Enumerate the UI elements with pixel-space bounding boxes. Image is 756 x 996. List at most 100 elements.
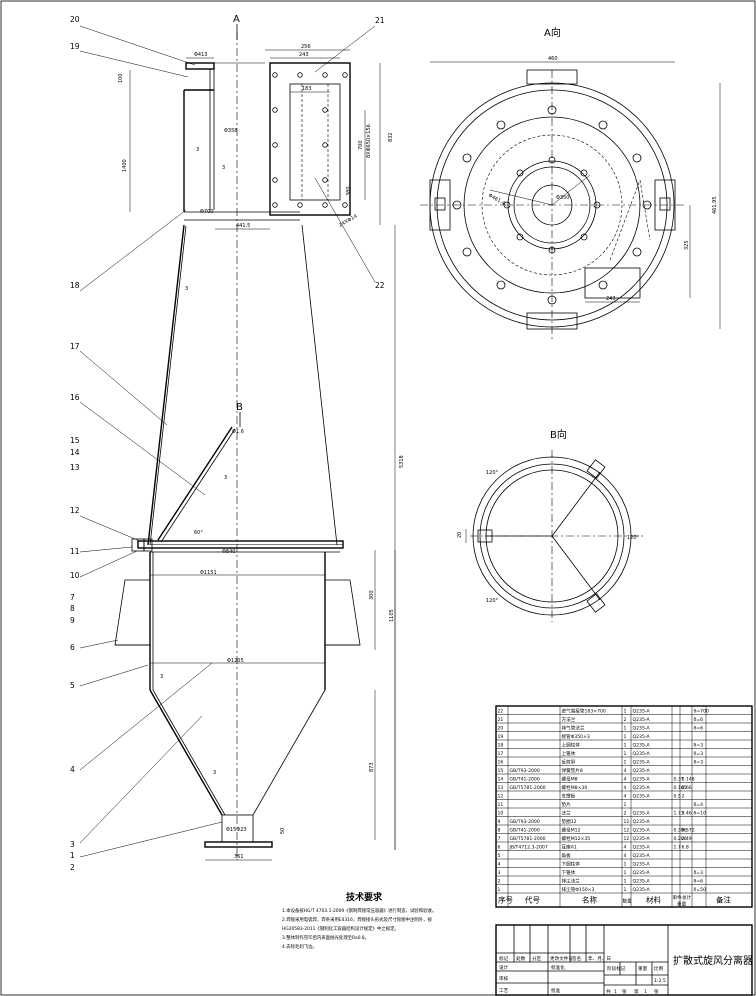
bom-header-code: 代号 (525, 895, 540, 905)
bom-cell: 4 (624, 844, 627, 850)
dim-832: 832 (388, 132, 394, 142)
dim-3b: 3 (222, 165, 225, 171)
dim-700: 700 (358, 140, 364, 150)
b-view-plate-3 (586, 593, 606, 613)
tech-req-line-1: 1.本设备按HG/T 4703.1-2009《钢制焊接常压容器》进行制造、试验和… (282, 907, 436, 914)
exhaust-flange (185, 62, 215, 70)
dim-1105: 1105 (389, 609, 395, 622)
a-dim-d350: Φ350 (556, 195, 569, 201)
tb-review: 审核 (499, 975, 509, 982)
bom-cell: 螺母M8 (562, 775, 578, 782)
bom-cell: 下锥体 (562, 869, 576, 876)
bom-cell: Q235-A (633, 844, 651, 850)
a-view-bolts (452, 105, 652, 305)
bom-cell: δ=3 (694, 870, 704, 876)
bom-cell: GB/T93-2000 (510, 819, 540, 825)
a-view-title: A向 (544, 26, 561, 39)
bom-cell: 支撑板 (562, 792, 576, 799)
dim-d15-d23: Φ15Φ23 (226, 827, 247, 833)
tb-date: 年、月、日 (588, 955, 611, 962)
tb-page-n: 1 (644, 989, 647, 995)
bom-cell: Q235-A (633, 870, 651, 876)
bom-cell: 2 (624, 810, 627, 816)
a-view-flange-circle (463, 116, 641, 294)
bom-cell: GB/T5781-2000 (510, 785, 546, 791)
bom-cell: Q235-A (633, 793, 651, 799)
tb-stage: 阶段标记 (607, 965, 626, 972)
part-no-16: 16 (70, 393, 80, 402)
dim-441: 441.5 (236, 223, 250, 229)
part-no-14: 14 (70, 448, 80, 457)
ear-support-right (324, 579, 361, 646)
part-no-19: 19 (70, 42, 80, 51)
bom-cell: 上圆柱体 (562, 741, 581, 748)
tb-scale-value: 1:2.5 (654, 978, 666, 984)
part-no-17: 17 (70, 342, 80, 351)
part-no-1: 1 (70, 851, 75, 860)
tech-req-line-4: 3.整体制作完毕后内表面抛光处理至Ra0.8。 (282, 934, 369, 941)
bom-cell: 11 (498, 802, 504, 808)
bom-cell: δ=3 (694, 742, 704, 748)
dim-d413: Φ413 (194, 52, 207, 58)
bom-cell: 12 (624, 827, 630, 833)
dim-380: 380 (346, 186, 352, 196)
tb-drawing-title: 扩散式旋风分离器 (673, 954, 753, 967)
dim-60deg: 60° (194, 530, 203, 536)
dim-d1205: Φ1205 (227, 658, 244, 664)
b-view-plate-2 (477, 529, 493, 543)
main-dimension-lines (129, 49, 396, 861)
bom-cell: Q235-A (633, 776, 651, 782)
a-view-lug-left (429, 179, 451, 231)
part-no-11: 11 (70, 547, 80, 556)
reflection-shield (157, 426, 233, 541)
inlet-duct-inner (289, 83, 341, 201)
dim-24xd14: 24XΦ14 (338, 213, 358, 228)
dim-100: 100 (118, 73, 124, 83)
main-section-view: A B (79, 14, 405, 861)
bom-header-weight: 重量 (677, 901, 687, 908)
bom-cell: 3.46 (682, 810, 692, 816)
dim-183: 183 (302, 86, 312, 92)
a-view-lug-top (526, 69, 578, 85)
dim-d700: Φ700 (200, 209, 213, 215)
tb-total-n: 1 (614, 989, 617, 995)
b-dim-120c: 120° (486, 598, 499, 604)
part-no-2: 2 (70, 863, 75, 872)
bom-cell: δ=3 (694, 759, 704, 765)
bom-header-unit: 单件 (673, 894, 683, 901)
bom-cell: 0.165 (674, 785, 687, 791)
bom-cell: 1 (624, 734, 627, 740)
bom-header-qty: 数量 (623, 898, 633, 905)
bom-cell: δ=50 (694, 887, 707, 893)
bom-header-seq: 序号 (498, 895, 513, 905)
tb-approve: 批准 (551, 987, 561, 994)
bom-cell: 1 (624, 870, 627, 876)
tb-scale: 比例 (654, 965, 664, 972)
part-no-8: 8 (70, 604, 75, 613)
lower-cone-right (252, 689, 326, 816)
dim-300: 300 (369, 590, 375, 600)
dim-50: 50 (280, 828, 286, 834)
bom-cell: 1 (624, 725, 627, 731)
bom-cell: Q235-A (633, 810, 651, 816)
bom-cell: 2 (498, 878, 501, 884)
tech-req-title: 技术要求 (346, 891, 383, 903)
bom-cell: 1.73 (674, 810, 684, 816)
part-no-18: 18 (70, 281, 80, 290)
bom-cell: Q235-A (633, 878, 651, 884)
bom-cell: 1 (624, 878, 627, 884)
tb-sheets-2: 张 (654, 988, 659, 995)
dim-3a: 3 (196, 147, 199, 153)
bom-cell: δ=700 (694, 708, 710, 714)
upper-cone-right (301, 224, 338, 546)
bom-cell: 进气端接管183×700 (562, 707, 606, 714)
dim-d358: Φ358 (224, 128, 237, 134)
bom-cell: 1 (624, 708, 627, 714)
bom-cell: Q235-A (633, 751, 651, 757)
ear-support-left (114, 579, 151, 646)
upper-cone-left (147, 224, 185, 546)
bom-cell: 13 (498, 785, 504, 791)
tb-zone: 分区 (532, 955, 542, 962)
